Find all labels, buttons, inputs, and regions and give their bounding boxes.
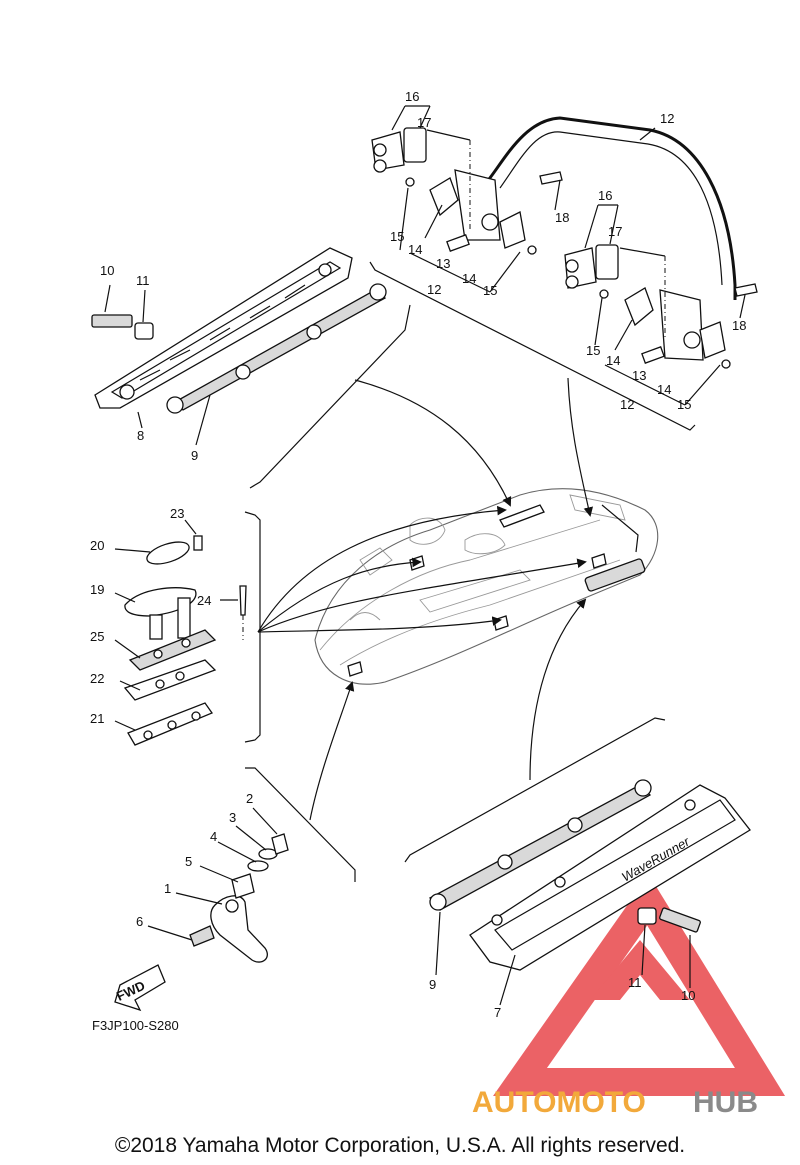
- cleat-assembly: [114, 511, 261, 746]
- watermark-logo: [493, 874, 786, 1096]
- callout-12: 12: [620, 397, 634, 412]
- callout-5: 5: [185, 854, 192, 869]
- grab-handle-assembly: [369, 105, 758, 431]
- callout-11: 11: [136, 273, 150, 288]
- callout-25: 25: [90, 629, 104, 644]
- callout-9: 9: [429, 977, 436, 992]
- callout-17: 17: [417, 115, 431, 130]
- watermark-text-hub: HUB: [693, 1086, 758, 1119]
- callout-20: 20: [90, 538, 104, 553]
- callout-8: 8: [137, 428, 144, 443]
- callout-22: 22: [90, 671, 104, 686]
- callout-13: 13: [632, 368, 646, 383]
- assembly-arrows: [257, 377, 594, 821]
- callout-3: 3: [229, 810, 236, 825]
- callout-12: 12: [427, 282, 441, 297]
- callout-18: 18: [732, 318, 746, 333]
- callout-15: 15: [390, 229, 404, 244]
- callout-17: 17: [608, 224, 622, 239]
- callout-16: 16: [598, 188, 612, 203]
- callout-14: 14: [657, 382, 671, 397]
- callout-labels: 16 17 12 18 15 14 13 14 12 15 16 17 18 1…: [90, 89, 746, 1020]
- callout-15: 15: [677, 397, 691, 412]
- callout-11: 11: [628, 975, 642, 990]
- watercraft-body: [314, 488, 659, 685]
- callout-4: 4: [210, 829, 217, 844]
- callout-16: 16: [405, 89, 419, 104]
- callout-14: 14: [408, 242, 422, 257]
- callout-14: 14: [606, 353, 620, 368]
- callout-21: 21: [90, 711, 104, 726]
- callout-24: 24: [197, 593, 211, 608]
- callout-18: 18: [555, 210, 569, 225]
- callout-23: 23: [170, 506, 184, 521]
- footrest-assembly: [114, 767, 356, 1012]
- callout-7: 7: [494, 1005, 501, 1020]
- callout-14: 14: [462, 271, 476, 286]
- callout-9: 9: [191, 448, 198, 463]
- copyright-notice: ©2018 Yamaha Motor Corporation, U.S.A. A…: [115, 1134, 685, 1157]
- callout-10: 10: [681, 988, 695, 1003]
- callout-15: 15: [483, 283, 497, 298]
- callout-1: 1: [164, 881, 171, 896]
- callout-10: 10: [100, 263, 114, 278]
- callout-19: 19: [90, 582, 104, 597]
- callout-13: 13: [436, 256, 450, 271]
- callout-15: 15: [586, 343, 600, 358]
- left-trim-assembly: [91, 247, 411, 489]
- callout-2: 2: [246, 791, 253, 806]
- diagram-code: F3JP100-S280: [92, 1018, 179, 1033]
- callout-6: 6: [136, 914, 143, 929]
- right-trim-assembly: WaveRunner: [404, 717, 751, 1006]
- watermark-text-automoto: AUTOMOTO: [472, 1086, 646, 1119]
- callout-12: 12: [660, 111, 674, 126]
